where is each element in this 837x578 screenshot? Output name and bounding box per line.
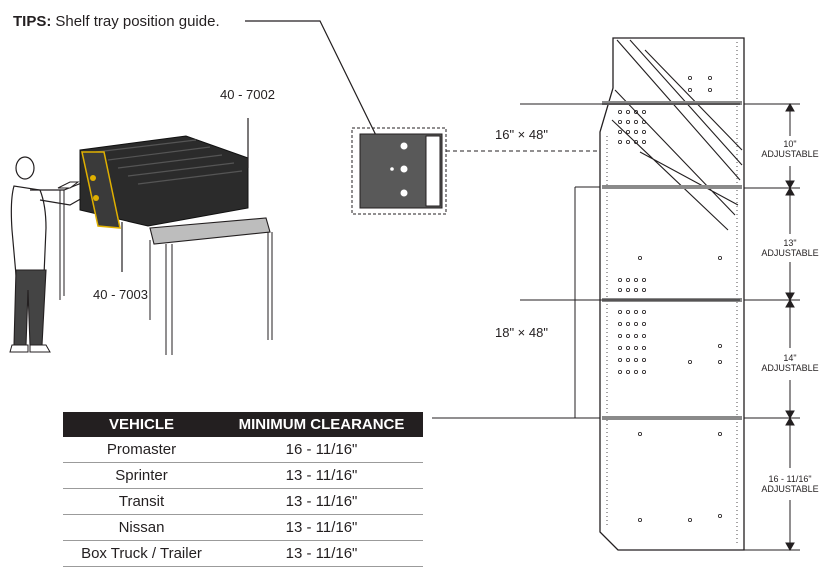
table-row: Box Truck / Trailer 13 - 11/16" bbox=[63, 540, 423, 567]
dimension-arrows bbox=[744, 102, 800, 552]
dimension-value: 10" bbox=[783, 139, 797, 149]
dimension-value: 14" bbox=[783, 353, 797, 363]
dimension-note: ADJUSTABLE bbox=[761, 149, 819, 159]
clearance-cell: 16 - 11/16" bbox=[220, 437, 423, 463]
tray-leaders bbox=[432, 103, 740, 419]
dimension-label-1: 10" ADJUSTABLE bbox=[755, 139, 825, 159]
table-header-row: VEHICLE MINIMUM CLEARANCE bbox=[63, 412, 423, 437]
vehicle-cell: Nissan bbox=[63, 514, 220, 541]
table-illustration bbox=[57, 181, 273, 355]
column-header-clearance: MINIMUM CLEARANCE bbox=[220, 412, 423, 437]
dimension-note: ADJUSTABLE bbox=[761, 363, 819, 373]
dimension-value: 16 - 11/16" bbox=[768, 474, 812, 484]
dimension-label-4: 16 - 11/16" ADJUSTABLE bbox=[755, 474, 825, 494]
dimension-label-3: 14" ADJUSTABLE bbox=[755, 353, 825, 373]
tray-size-lower: 18" × 48" bbox=[495, 325, 548, 340]
clearance-cell: 13 - 11/16" bbox=[220, 540, 423, 567]
part-label-lower: 40 - 7003 bbox=[93, 287, 148, 302]
table-row: Transit 13 - 11/16" bbox=[63, 488, 423, 515]
clearance-table: VEHICLE MINIMUM CLEARANCE Promaster 16 -… bbox=[63, 412, 423, 567]
clearance-cell: 13 - 11/16" bbox=[220, 488, 423, 515]
tips-text: Shelf tray position guide. bbox=[55, 13, 220, 30]
dimension-label-2: 13" ADJUSTABLE bbox=[755, 238, 825, 258]
tips-leader-line bbox=[245, 20, 393, 169]
tips-label: TIPS: bbox=[13, 13, 52, 30]
dimension-note: ADJUSTABLE bbox=[761, 484, 819, 494]
column-header-vehicle: VEHICLE bbox=[63, 412, 220, 437]
vehicle-cell: Sprinter bbox=[63, 462, 220, 489]
tips-caption: TIPS:Shelf tray position guide. bbox=[13, 13, 220, 30]
detail-zoom-box bbox=[351, 127, 600, 215]
clearance-cell: 13 - 11/16" bbox=[220, 462, 423, 489]
clearance-cell: 13 - 11/16" bbox=[220, 514, 423, 541]
vehicle-cell: Box Truck / Trailer bbox=[63, 540, 220, 567]
dimension-note: ADJUSTABLE bbox=[761, 248, 819, 258]
person-illustration bbox=[9, 156, 85, 353]
dimension-value: 13" bbox=[783, 238, 797, 248]
table-row: Nissan 13 - 11/16" bbox=[63, 514, 423, 541]
vehicle-cell: Transit bbox=[63, 488, 220, 515]
table-row: Sprinter 13 - 11/16" bbox=[63, 462, 423, 489]
shelf-unit-illustration bbox=[79, 118, 249, 272]
table-row: Promaster 16 - 11/16" bbox=[63, 437, 423, 463]
part-label-upper: 40 - 7002 bbox=[220, 87, 275, 102]
vehicle-cell: Promaster bbox=[63, 437, 220, 463]
side-panel-illustration bbox=[599, 37, 745, 551]
tray-size-upper: 16" × 48" bbox=[495, 127, 548, 142]
